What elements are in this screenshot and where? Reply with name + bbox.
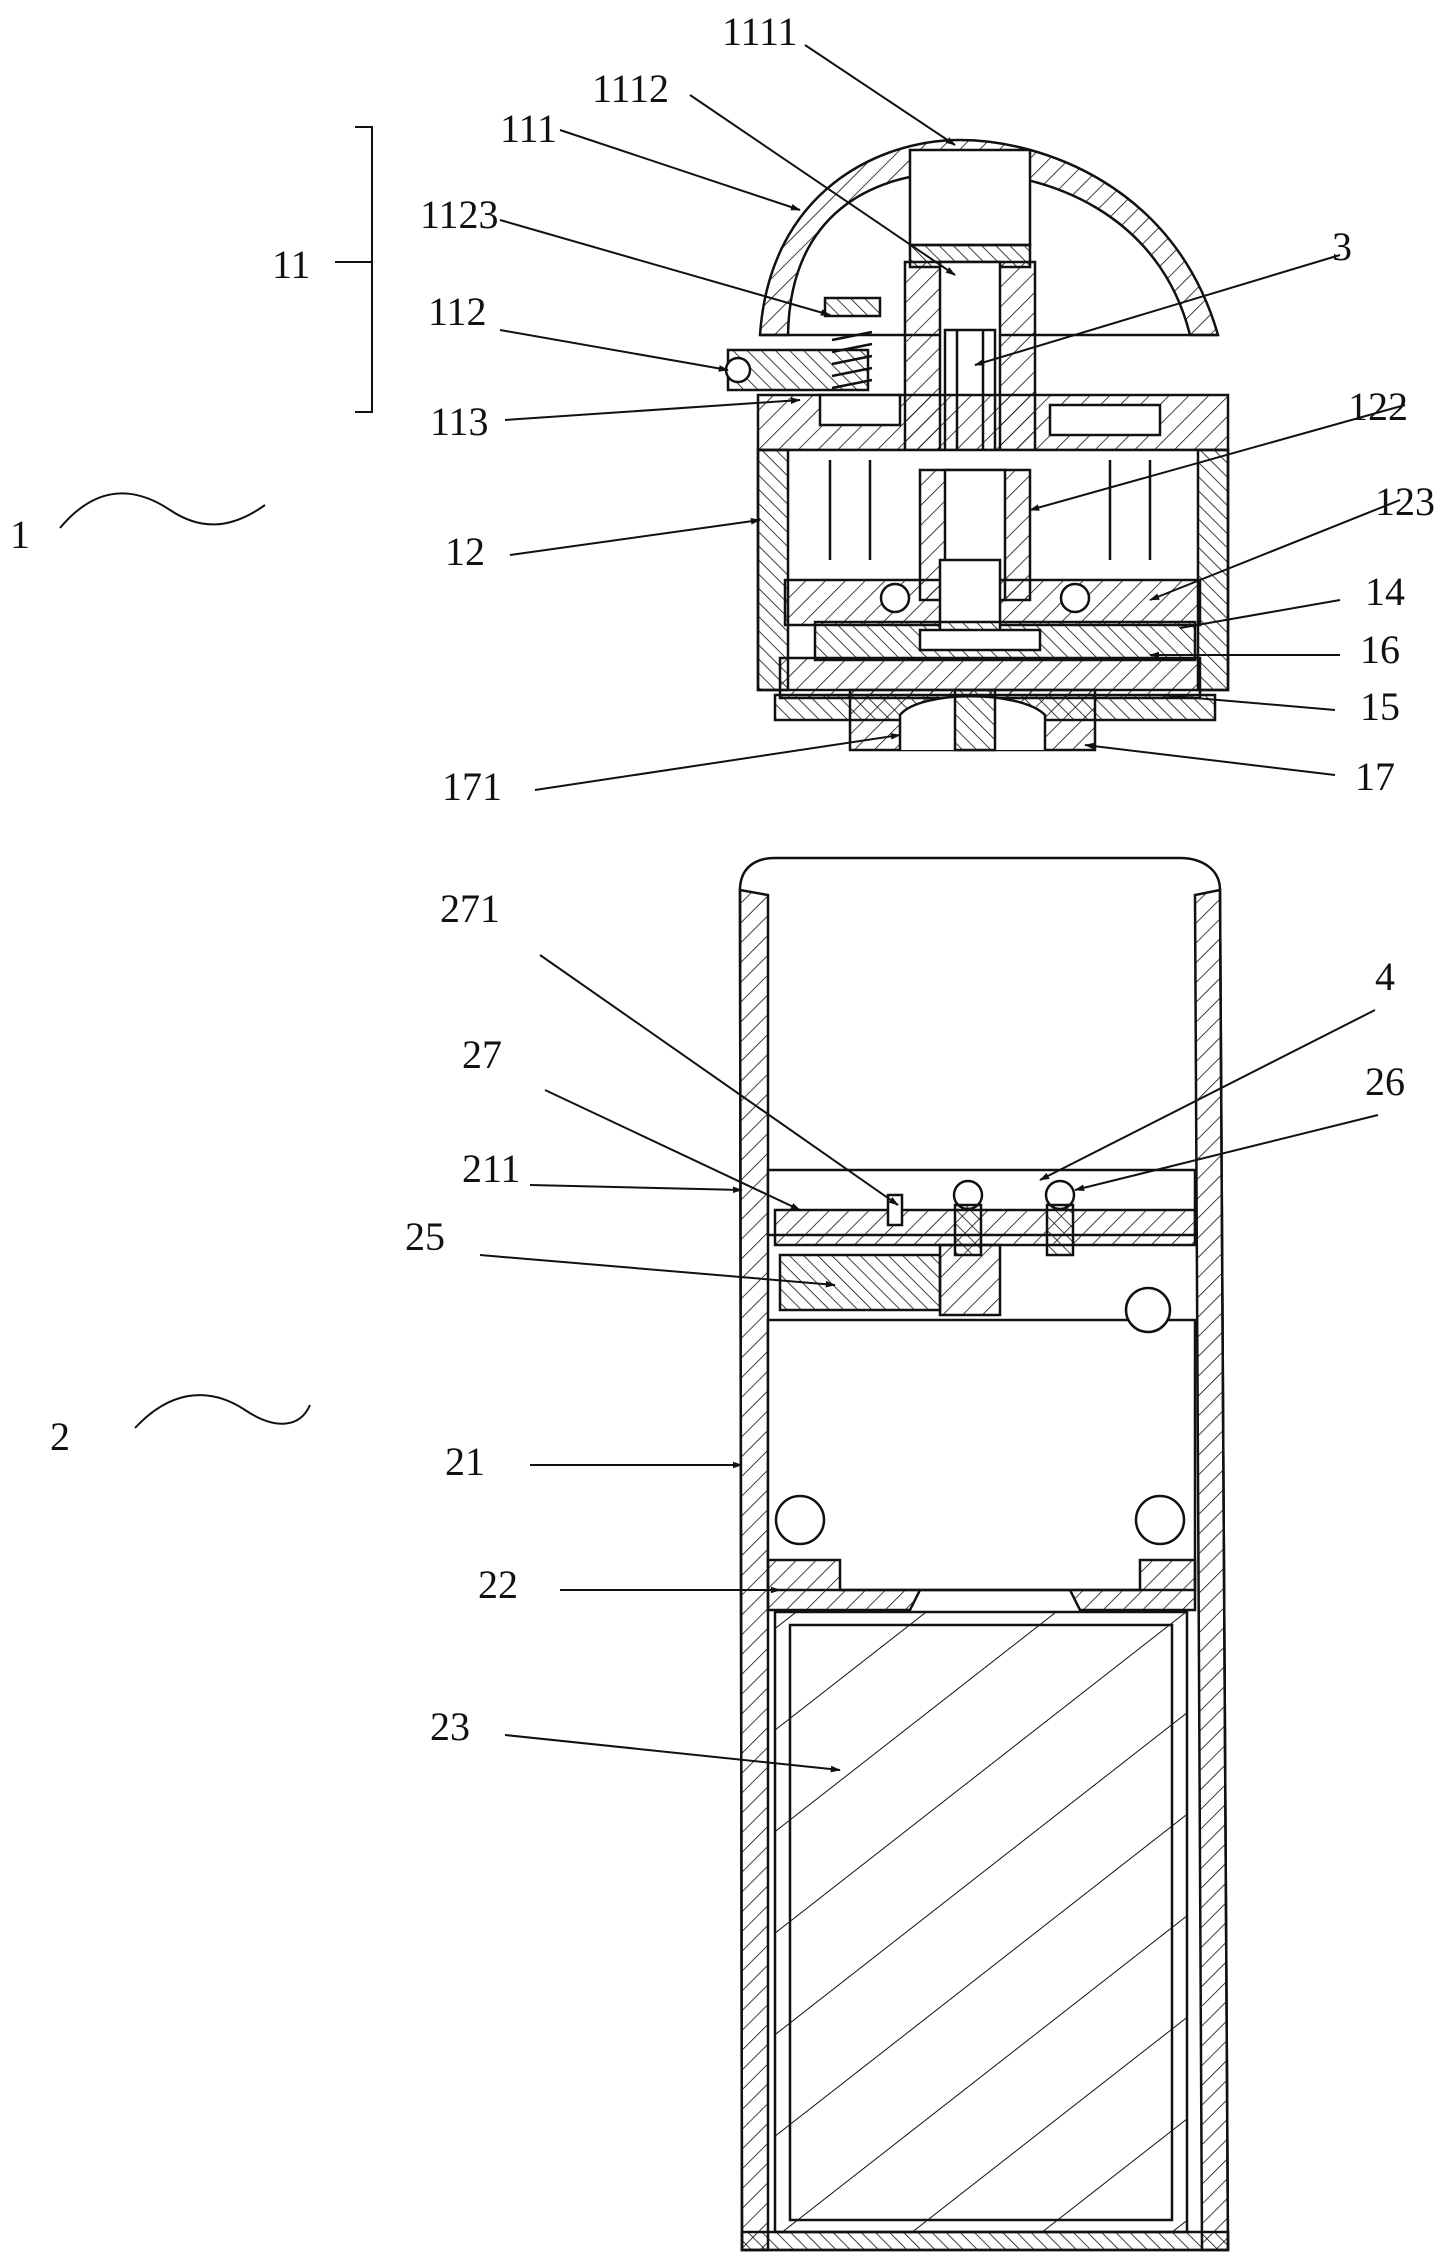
inner-frame <box>766 1318 1197 1592</box>
reference-labels: 1111 1112 111 1123 3 11 112 113 122 123 … <box>10 9 1435 1749</box>
label-11: 11 <box>272 242 311 287</box>
label-113: 113 <box>430 399 489 444</box>
label-2: 2 <box>50 1414 70 1459</box>
label-26: 26 <box>1365 1059 1405 1104</box>
top-button <box>908 148 1032 247</box>
battery <box>773 1610 1189 2234</box>
layer-14 <box>813 620 1197 662</box>
label-23: 23 <box>430 1704 470 1749</box>
leader-lines <box>59 44 1406 1773</box>
bracket <box>766 1558 1197 1612</box>
label-3: 3 <box>1332 224 1352 269</box>
label-27: 27 <box>462 1032 502 1077</box>
label-211: 211 <box>462 1146 521 1191</box>
label-15: 15 <box>1360 684 1400 729</box>
label-271: 271 <box>440 886 500 931</box>
wave-leader-1 <box>59 492 266 529</box>
wave-leader-2 <box>134 1394 311 1429</box>
label-1123: 1123 <box>420 192 499 237</box>
label-22: 22 <box>478 1562 518 1607</box>
label-14: 14 <box>1365 569 1405 614</box>
label-25: 25 <box>405 1214 445 1259</box>
bracket-11 <box>335 126 373 413</box>
label-1112: 1112 <box>592 66 669 111</box>
label-12: 12 <box>445 529 485 574</box>
label-171: 171 <box>442 764 502 809</box>
label-123: 123 <box>1375 479 1435 524</box>
label-1111: 1111 <box>722 9 798 54</box>
label-112: 112 <box>428 289 487 334</box>
upper-assembly <box>724 138 1230 752</box>
lever <box>726 348 870 392</box>
label-17: 17 <box>1355 754 1395 799</box>
label-122: 122 <box>1348 384 1408 429</box>
spring <box>823 296 882 390</box>
label-21: 21 <box>445 1439 485 1484</box>
lower-assembly <box>738 856 1230 2252</box>
label-16: 16 <box>1360 627 1400 672</box>
label-4: 4 <box>1375 954 1395 999</box>
label-111: 111 <box>500 106 557 151</box>
label-1: 1 <box>10 512 30 557</box>
